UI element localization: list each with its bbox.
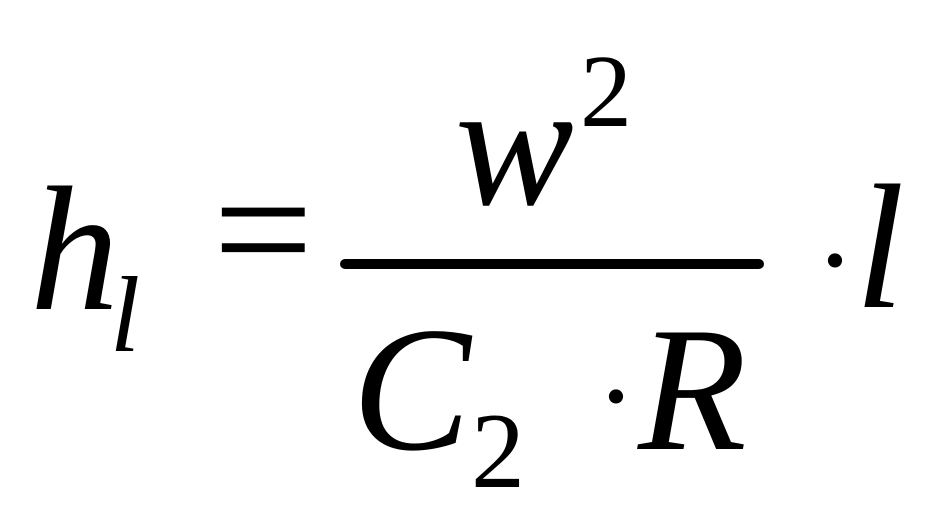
fraction-bar	[340, 259, 764, 269]
lhs-subscript: l	[110, 256, 141, 375]
multiply-dot: ·	[815, 193, 855, 326]
equals-sign: =	[213, 130, 314, 328]
denominator-first-symbol: C	[352, 290, 471, 488]
numerator-superscript: 2	[580, 34, 632, 149]
denominator-first-subscript: 2	[471, 392, 525, 511]
lhs-symbol: h	[30, 150, 119, 348]
denominator-second-symbol: R	[638, 290, 747, 488]
denominator-multiply-dot: ·	[596, 329, 636, 462]
numerator-symbol: w	[455, 45, 574, 243]
trailing-symbol: l	[855, 148, 905, 346]
